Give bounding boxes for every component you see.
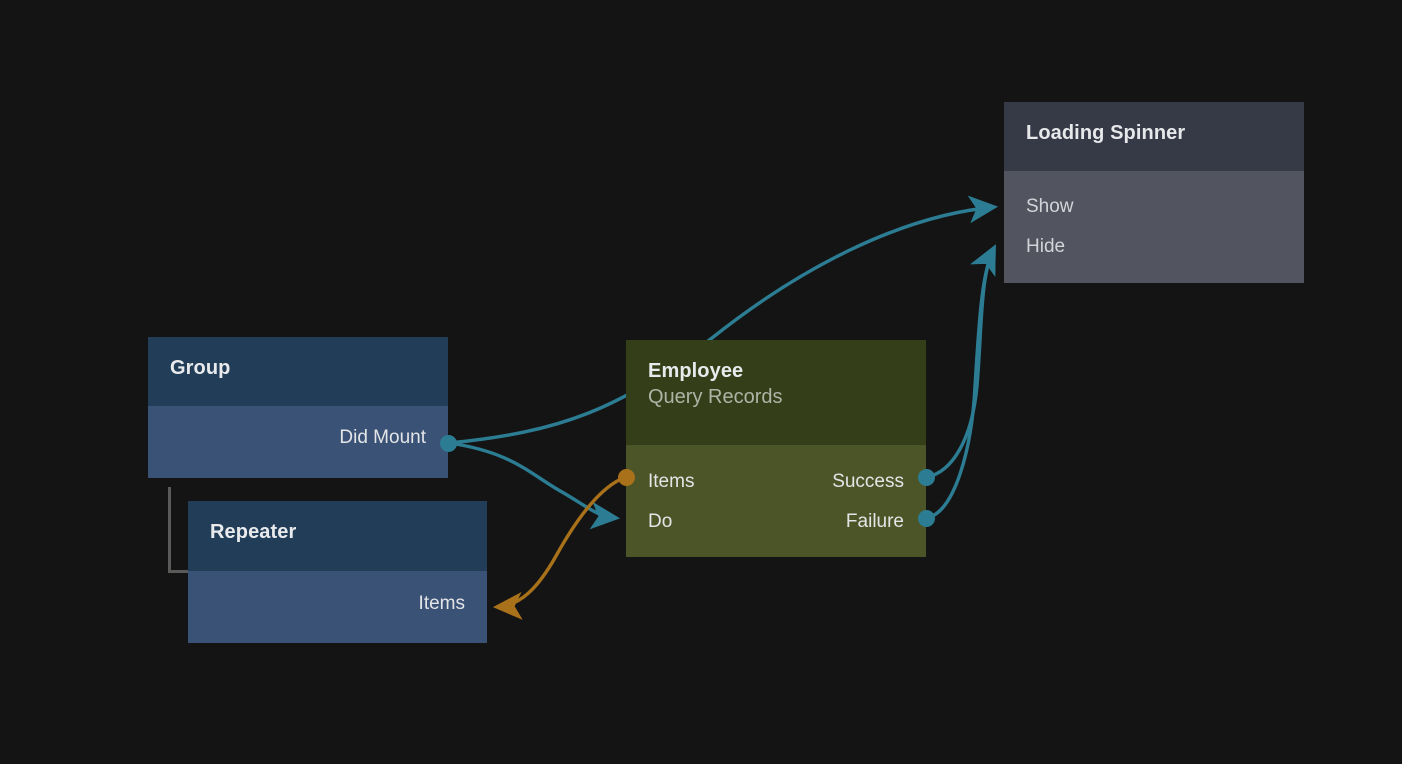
node-loading-spinner-header[interactable]: Loading Spinner — [1004, 102, 1304, 171]
port-label-employee-success: Success — [832, 471, 904, 492]
port-label-employee-items: Items — [648, 471, 695, 492]
node-employee-subtitle: Query Records — [648, 386, 783, 408]
port-row-employee-do[interactable]: Do Failure — [626, 509, 926, 535]
port-label-loading-spinner-hide: Hide — [1026, 236, 1066, 257]
port-dot-employee-failure-output[interactable] — [917, 509, 935, 527]
node-group-title: Group — [170, 357, 231, 379]
edge-items-to-repeater-items — [492, 475, 627, 620]
node-repeater-header[interactable]: Repeater — [188, 501, 487, 571]
tree-connector-horizontal — [168, 570, 189, 573]
edge-failure-to-hide — [926, 244, 996, 520]
port-dot-employee-success-output[interactable] — [917, 468, 935, 486]
node-repeater[interactable]: Repeater Items — [188, 501, 487, 643]
port-label-employee-do: Do — [648, 511, 673, 532]
port-row-loading-spinner-hide[interactable]: Hide — [1004, 234, 1304, 260]
node-loading-spinner-title: Loading Spinner — [1026, 122, 1186, 144]
port-label-did-mount: Did Mount — [339, 427, 426, 448]
node-group-body[interactable]: Did Mount — [148, 406, 448, 478]
edge-success-to-hide — [926, 244, 996, 479]
tree-connector-group-repeater — [168, 487, 189, 573]
port-row-loading-spinner-show[interactable]: Show — [1004, 194, 1304, 220]
node-employee-header[interactable]: Employee Query Records — [626, 340, 926, 445]
port-row-repeater-items[interactable]: Items — [188, 591, 487, 617]
tree-connector-vertical — [168, 487, 171, 573]
port-row-employee-items[interactable]: Items Success — [626, 469, 926, 495]
node-repeater-title: Repeater — [210, 521, 297, 543]
port-label-repeater-items: Items — [418, 593, 465, 614]
port-row-group-did-mount[interactable]: Did Mount — [148, 425, 448, 451]
node-employee-body[interactable]: Items Success Do Failure — [626, 445, 926, 557]
node-employee-title: Employee — [648, 360, 744, 382]
node-loading-spinner[interactable]: Loading Spinner Show Hide — [1004, 102, 1304, 283]
node-group[interactable]: Group Did Mount — [148, 337, 457, 478]
port-dot-group-did-mount-output[interactable] — [439, 434, 457, 452]
node-group-header[interactable]: Group — [148, 337, 448, 406]
port-dot-employee-items-input[interactable] — [617, 468, 635, 486]
node-employee[interactable]: Employee Query Records Items Success Do … — [617, 340, 935, 557]
node-repeater-body[interactable]: Items — [188, 571, 487, 643]
port-label-loading-spinner-show: Show — [1026, 196, 1074, 217]
port-label-employee-failure: Failure — [845, 511, 904, 532]
node-loading-spinner-body[interactable]: Show Hide — [1004, 171, 1304, 283]
